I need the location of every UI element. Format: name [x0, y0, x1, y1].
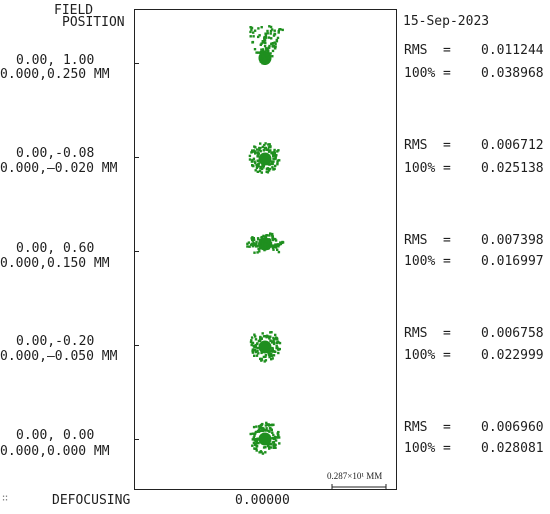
field-1-rms-eq: =	[443, 43, 451, 58]
field-1-rms-label: RMS	[404, 43, 428, 58]
field-1-relative-label: 0.00, 1.00	[16, 53, 95, 68]
field-5-100pct-value: 0.028081	[481, 441, 544, 456]
field-2-rms-eq: =	[443, 138, 451, 153]
field-4-rms-value: 0.006758	[481, 326, 544, 341]
field-3-rms-label: RMS	[404, 233, 428, 248]
field-4-rms-label: RMS	[404, 326, 428, 341]
field-3-100pct-eq: =	[443, 254, 451, 269]
spot-diagram-frame	[134, 9, 397, 490]
field-3-100pct-value: 0.016997	[481, 254, 544, 269]
field-5-relative-label: 0.00, 0.00	[16, 428, 95, 443]
field-4-mm-label: 0.000,‒0.050 MM	[0, 349, 118, 364]
axis-tick-field-5	[134, 439, 139, 440]
defocusing-value: 0.00000	[235, 493, 290, 508]
field-5-100pct-eq: =	[443, 441, 451, 456]
field-position-title-line2: POSITION	[62, 15, 125, 30]
axis-tick-field-2	[134, 157, 139, 158]
field-5-rms-eq: =	[443, 420, 451, 435]
field-2-100pct-value: 0.025138	[481, 161, 544, 176]
field-5-rms-label: RMS	[404, 420, 428, 435]
axis-tick-field-1	[134, 63, 139, 64]
field-4-100pct-label: 100%	[404, 348, 436, 363]
field-2-100pct-label: 100%	[404, 161, 436, 176]
field-5-100pct-label: 100%	[404, 441, 436, 456]
field-1-100pct-label: 100%	[404, 66, 436, 81]
field-5-mm-label: 0.000,0.000 MM	[0, 444, 110, 459]
field-position-title-line1: FIELD	[54, 3, 94, 18]
axis-tick-field-4	[134, 345, 139, 346]
date-label: 15-Sep-2023	[403, 14, 490, 29]
defocusing-label: DEFOCUSING	[52, 493, 131, 508]
field-4-rms-eq: =	[443, 326, 451, 341]
field-2-rms-value: 0.006712	[481, 138, 544, 153]
field-1-100pct-eq: =	[443, 66, 451, 81]
corner-glyph: ∷	[2, 493, 9, 504]
field-4-relative-label: 0.00,-0.20	[16, 334, 95, 349]
axis-tick-field-3	[134, 251, 139, 252]
field-3-relative-label: 0.00, 0.60	[16, 241, 95, 256]
field-3-mm-label: 0.000,0.150 MM	[0, 256, 110, 271]
field-2-mm-label: 0.000,‒0.020 MM	[0, 161, 118, 176]
field-3-100pct-label: 100%	[404, 254, 436, 269]
field-1-mm-label: 0.000,0.250 MM	[0, 67, 110, 82]
field-4-100pct-eq: =	[443, 348, 451, 363]
field-1-100pct-value: 0.038968	[481, 66, 544, 81]
field-2-100pct-eq: =	[443, 161, 451, 176]
field-5-rms-value: 0.006960	[481, 420, 544, 435]
field-1-rms-value: 0.011244	[481, 43, 544, 58]
scale-bar	[331, 484, 387, 490]
field-3-rms-value: 0.007398	[481, 233, 544, 248]
scale-bar-label: 0.287×10¹ MM	[327, 471, 383, 481]
field-2-rms-label: RMS	[404, 138, 428, 153]
field-3-rms-eq: =	[443, 233, 451, 248]
field-2-relative-label: 0.00,-0.08	[16, 146, 95, 161]
field-4-100pct-value: 0.022999	[481, 348, 544, 363]
